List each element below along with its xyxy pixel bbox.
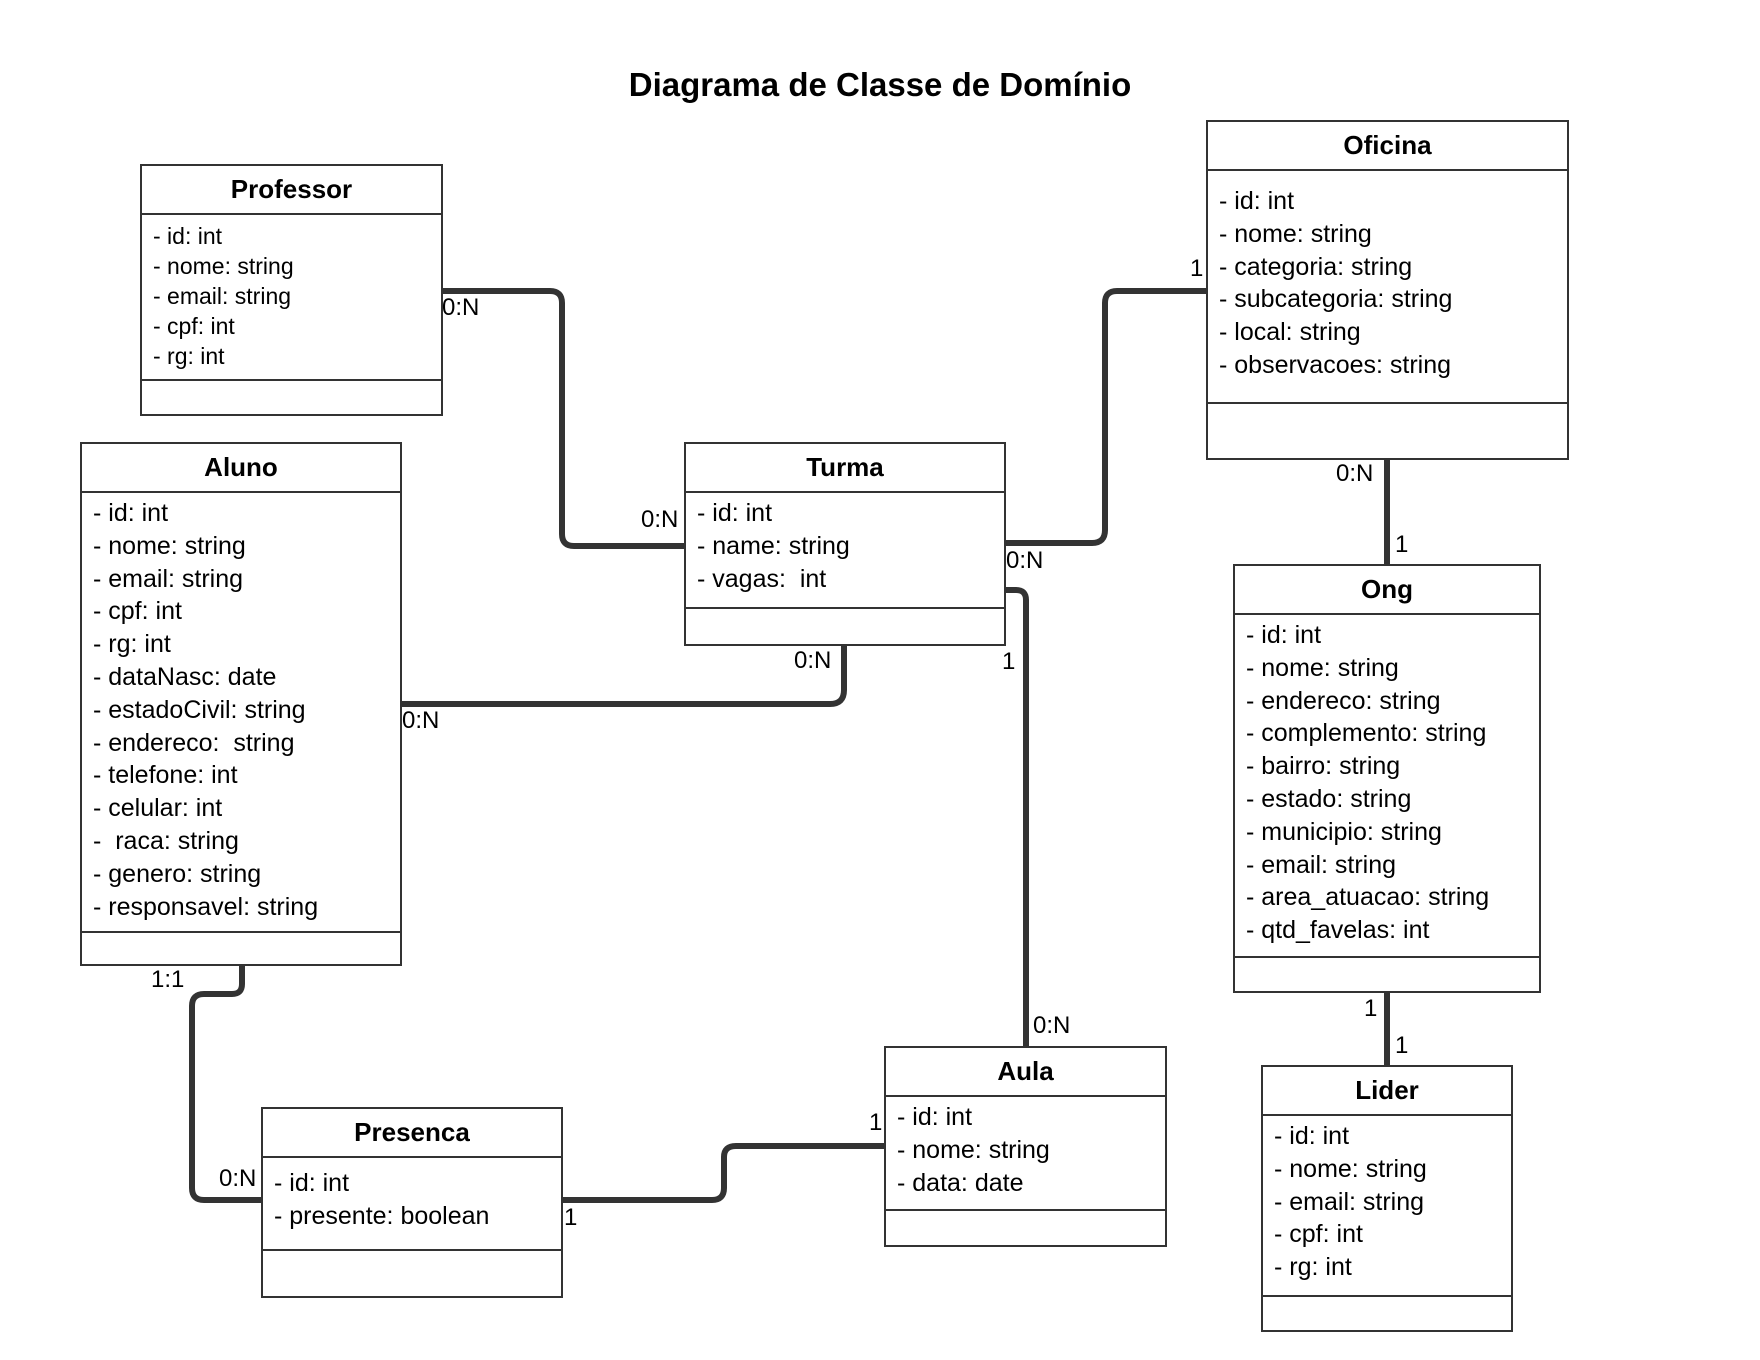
multiplicity-label: 1 bbox=[1395, 531, 1409, 558]
attribute: - estado: string bbox=[1246, 784, 1412, 813]
attribute: - presente: boolean bbox=[274, 1201, 490, 1230]
attribute: - id: int bbox=[153, 223, 223, 249]
multiplicity-label: 0:N bbox=[219, 1165, 257, 1192]
attribute: - qtd_favelas: int bbox=[1246, 916, 1430, 945]
attribute: - dataNasc: date bbox=[93, 662, 277, 691]
class-lider[interactable]: Lider - id: int - nome: string - email: … bbox=[1261, 1065, 1513, 1332]
attribute-list: - id: int - name: string - vagas: int bbox=[686, 493, 1004, 609]
multiplicity-label: 1:1 bbox=[151, 966, 185, 993]
multiplicity-label: 1 bbox=[564, 1204, 578, 1231]
multiplicity-label: 0:N bbox=[1006, 547, 1044, 574]
multiplicity-label: 1 bbox=[1002, 648, 1016, 675]
attribute: - email: string bbox=[1274, 1187, 1425, 1216]
assoc-turma-aula bbox=[1006, 587, 1029, 1046]
attribute-list: - id: int - nome: string - categoria: st… bbox=[1208, 171, 1567, 404]
attribute-list: - id: int - presente: boolean bbox=[263, 1158, 561, 1251]
attribute-list: - id: int - nome: string - email: string… bbox=[142, 215, 441, 381]
class-name: Professor bbox=[142, 166, 441, 215]
attribute: - subcategoria: string bbox=[1219, 285, 1453, 314]
attribute: - nome: string bbox=[1274, 1154, 1427, 1183]
attribute-list: - id: int - nome: string - email: string… bbox=[1263, 1116, 1511, 1297]
attribute: - endereco: string bbox=[93, 728, 295, 757]
multiplicity-label: 0:N bbox=[641, 506, 679, 533]
multiplicity-label: 0:N bbox=[1033, 1012, 1071, 1039]
assoc-presenca-aula bbox=[563, 1143, 884, 1203]
attribute-list: - id: int - nome: string - email: string… bbox=[82, 493, 400, 933]
attribute: - rg: int bbox=[93, 630, 171, 659]
attribute: - nome: string bbox=[153, 253, 294, 279]
attribute: - email: string bbox=[153, 283, 292, 309]
attribute: - categoria: string bbox=[1219, 252, 1413, 281]
class-aula[interactable]: Aula - id: int - nome: string - data: da… bbox=[884, 1046, 1167, 1247]
class-professor[interactable]: Professor - id: int - nome: string - ema… bbox=[140, 164, 443, 416]
class-presenca[interactable]: Presenca - id: int - presente: boolean bbox=[261, 1107, 563, 1298]
class-name: Aula bbox=[886, 1048, 1165, 1097]
attribute: - data: date bbox=[897, 1168, 1024, 1197]
attribute: - municipio: string bbox=[1246, 817, 1442, 846]
attribute: - estadoCivil: string bbox=[93, 695, 306, 724]
attribute: - telefone: int bbox=[93, 761, 238, 790]
multiplicity-label: 0:N bbox=[402, 707, 440, 734]
attribute-list: - id: int - nome: string - endereco: str… bbox=[1235, 615, 1539, 958]
attribute: - id: int bbox=[1274, 1122, 1350, 1150]
attribute: - email: string bbox=[93, 564, 244, 593]
class-ong[interactable]: Ong - id: int - nome: string - endereco:… bbox=[1233, 564, 1541, 993]
attribute: - vagas: int bbox=[697, 564, 827, 593]
class-turma[interactable]: Turma - id: int - name: string - vagas: … bbox=[684, 442, 1006, 646]
diagram-title: Diagrama de Classe de Domínio bbox=[628, 66, 1132, 103]
attribute: - observacoes: string bbox=[1219, 350, 1452, 379]
multiplicity-label: 1 bbox=[869, 1109, 883, 1136]
attribute: - complemento: string bbox=[1246, 719, 1487, 748]
multiplicity-label: 0:N bbox=[794, 647, 832, 674]
class-name: Ong bbox=[1235, 566, 1539, 615]
class-name: Aluno bbox=[82, 444, 400, 493]
multiplicity-label: 0:N bbox=[1336, 460, 1374, 487]
attribute: - endereco: string bbox=[1246, 686, 1441, 715]
attribute: - responsavel: string bbox=[93, 892, 319, 921]
attribute: - nome: string bbox=[897, 1135, 1050, 1164]
multiplicity-label: 1 bbox=[1190, 255, 1204, 282]
attribute: - celular: int bbox=[93, 794, 223, 823]
attribute: - rg: int bbox=[1274, 1253, 1352, 1282]
multiplicity-label: 0:N bbox=[442, 294, 480, 321]
attribute: - id: int bbox=[93, 499, 169, 527]
attribute: - local: string bbox=[1219, 318, 1361, 347]
attribute: - raca: string bbox=[93, 826, 239, 855]
attribute: - genero: string bbox=[93, 859, 262, 888]
attribute: - id: int bbox=[1219, 187, 1295, 215]
multiplicity-label: 1 bbox=[1364, 995, 1378, 1022]
attribute: - nome: string bbox=[93, 531, 246, 560]
attribute: - cpf: int bbox=[153, 313, 235, 339]
attribute: - nome: string bbox=[1219, 219, 1372, 248]
multiplicity-label: 1 bbox=[1395, 1032, 1409, 1059]
class-name: Oficina bbox=[1208, 122, 1567, 171]
assoc-turma-oficina bbox=[1006, 288, 1206, 546]
class-aluno[interactable]: Aluno - id: int - nome: string - email: … bbox=[80, 442, 402, 966]
attribute: - id: int bbox=[897, 1103, 973, 1131]
class-name: Turma bbox=[686, 444, 1004, 493]
attribute: - id: int bbox=[274, 1169, 350, 1197]
attribute-list: - id: int - nome: string - data: date bbox=[886, 1097, 1165, 1211]
assoc-aluno-presenca bbox=[189, 966, 261, 1203]
attribute: - nome: string bbox=[1246, 653, 1399, 682]
attribute: - area_atuacao: string bbox=[1246, 883, 1490, 912]
attribute: - cpf: int bbox=[1274, 1220, 1363, 1249]
attribute: - cpf: int bbox=[93, 597, 182, 626]
assoc-aluno-turma bbox=[402, 646, 847, 707]
attribute: - email: string bbox=[1246, 850, 1397, 879]
class-name: Lider bbox=[1263, 1067, 1511, 1116]
attribute: - rg: int bbox=[153, 343, 225, 369]
attribute: - bairro: string bbox=[1246, 752, 1401, 781]
attribute: - name: string bbox=[697, 531, 850, 560]
class-name: Presenca bbox=[263, 1109, 561, 1158]
attribute: - id: int bbox=[1246, 621, 1322, 649]
class-oficina[interactable]: Oficina - id: int - nome: string - categ… bbox=[1206, 120, 1569, 460]
assoc-professor-turma bbox=[443, 288, 684, 549]
attribute: - id: int bbox=[697, 499, 773, 527]
